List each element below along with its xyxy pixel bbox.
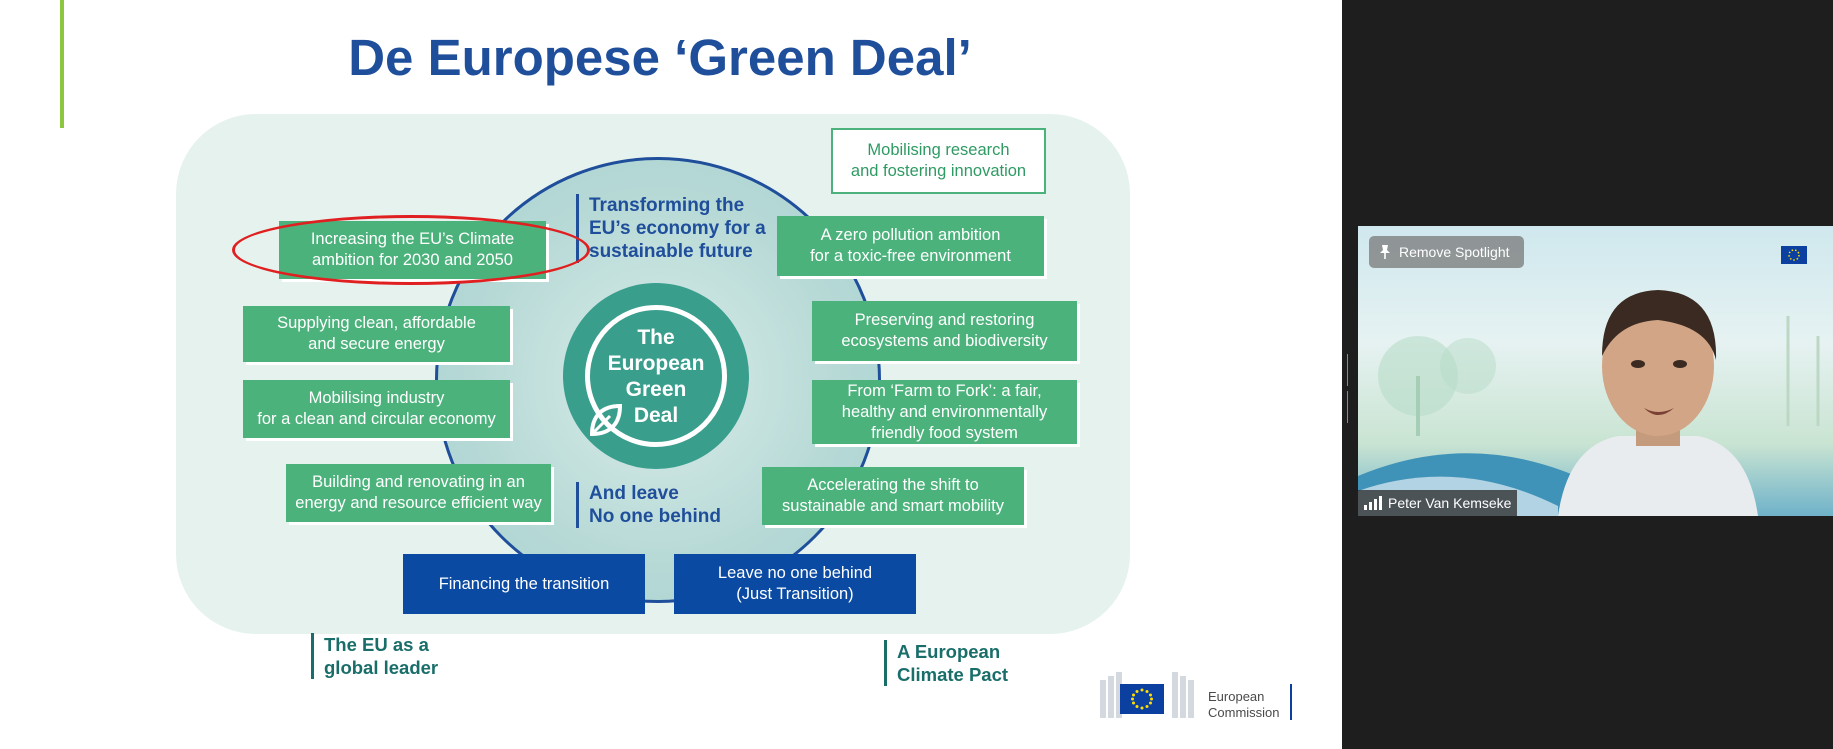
video-ec-logo [1777,242,1833,266]
green-deal-center-ring [585,305,727,447]
remove-spotlight-label: Remove Spotlight [1399,244,1510,260]
participant-video [1558,290,1758,516]
logo-bar [1290,684,1292,720]
presentation-slide: De Europese ‘Green Deal’ The European Gr… [0,0,1342,749]
box-just-transition: Leave no one behind(Just Transition) [674,554,916,614]
section-transforming-economy: Transforming the EU’s economy for a sust… [576,194,766,263]
section-global-leader: The EU as a global leader [311,633,438,679]
participant-name-tag: Peter Van Kemseke [1358,490,1518,516]
remove-spotlight-button[interactable]: Remove Spotlight [1369,236,1524,268]
box-financing-transition: Financing the transition [403,554,645,614]
green-deal-center-label: The European Green Deal [607,326,705,427]
pin-icon [1380,245,1390,259]
panel-resize-handle[interactable] [1347,354,1350,423]
eu-flag-icon [1781,246,1807,264]
section-climate-pact: A European Climate Pact [884,640,1008,686]
leaf-icon [589,403,623,437]
section-leave-no-one-behind: And leave No one behind [576,482,721,528]
slide-title: De Europese ‘Green Deal’ [348,29,972,86]
box-farm-to-fork: From ‘Farm to Fork’: a fair,healthy and … [812,380,1077,444]
slide-accent-line [60,0,64,128]
ec-building-graphic [1100,672,1194,718]
video-tile[interactable]: Remove Spotlight Peter Van Kemseke [1358,226,1833,516]
participant-name: Peter Van Kemseke [1388,495,1512,511]
red-highlight-ellipse [232,215,590,285]
signal-bars-icon [1364,496,1382,510]
eu-flag-icon [1120,684,1164,714]
eu-stars [1131,688,1153,710]
european-commission-label: European Commission [1208,689,1280,720]
